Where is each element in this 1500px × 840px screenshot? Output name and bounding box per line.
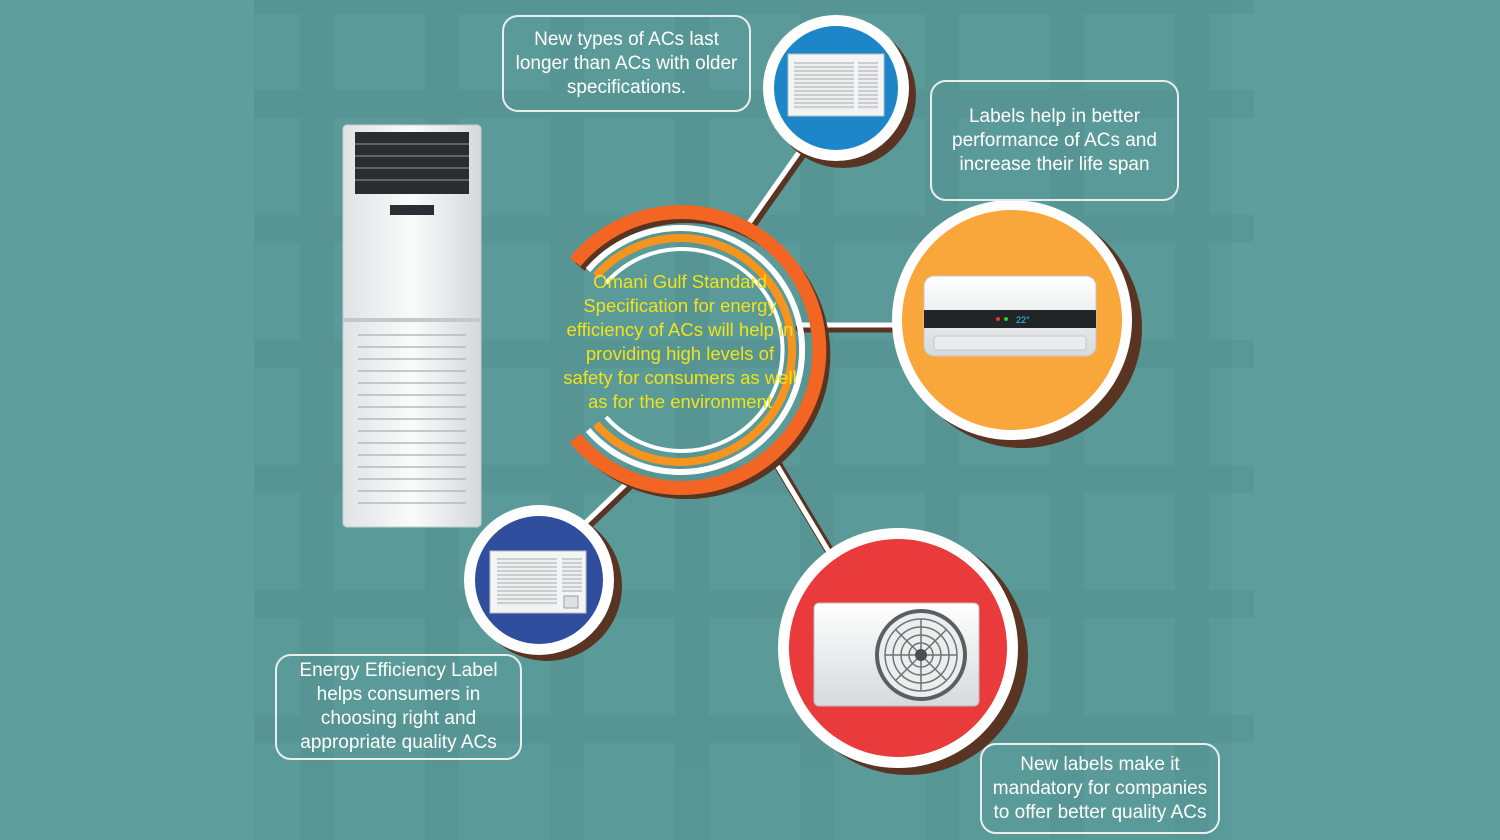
callout-bottom-right-text: New labels make it mandatory for compani… — [992, 753, 1208, 823]
center-rings — [569, 205, 831, 499]
callout-top: New types of ACs last longer than ACs wi… — [502, 15, 751, 112]
svg-text:22°: 22° — [1016, 315, 1030, 325]
callout-upper-right: Labels help in better performance of ACs… — [930, 80, 1179, 201]
window-ac-top-circle — [763, 15, 916, 168]
tower-ac-image — [342, 124, 482, 528]
callout-bottom-left: Energy Efficiency Label helps consumers … — [275, 654, 522, 760]
right-margin-panel — [1232, 0, 1500, 840]
callout-upper-right-text: Labels help in better performance of ACs… — [952, 105, 1157, 175]
left-margin-panel — [0, 0, 254, 840]
window-ac-bottom-circle — [464, 505, 622, 661]
callout-bottom-left-text: Energy Efficiency Label helps consumers … — [299, 660, 498, 753]
outdoor-ac-circle — [778, 528, 1028, 775]
callout-top-text: New types of ACs last longer than ACs wi… — [515, 28, 738, 98]
center-statement: Omani Gulf Standard Specification for en… — [563, 271, 797, 412]
split-ac-circle: 22° — [892, 200, 1142, 448]
callout-bottom-right: New labels make it mandatory for compani… — [980, 743, 1220, 834]
